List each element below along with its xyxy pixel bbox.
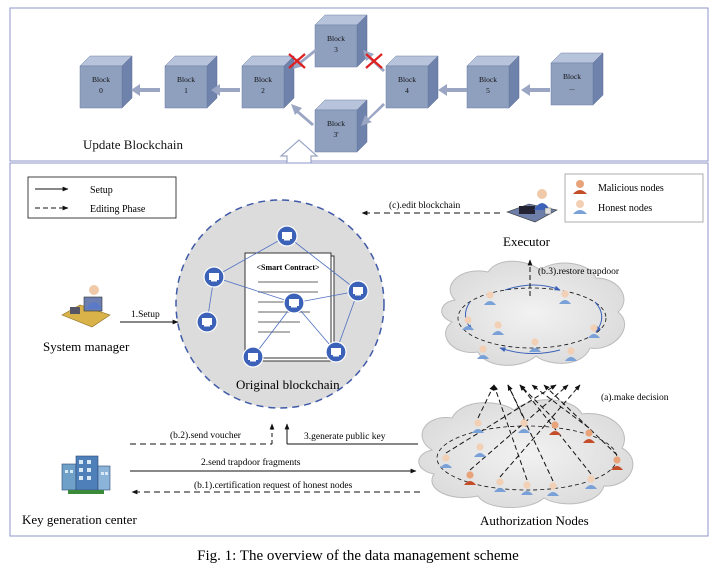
block-bn-label-0: Block	[563, 72, 581, 81]
block-b3p: Block 3'	[314, 99, 368, 153]
authorization-nodes	[440, 419, 623, 496]
authorization-nodes-label: Authorization Nodes	[480, 513, 589, 528]
block-b4-label-1: 4	[405, 86, 409, 95]
network-node-icon	[276, 225, 298, 247]
block-b1-label-1: 1	[184, 86, 188, 95]
malicious-node-icon	[464, 471, 476, 485]
block-b2-label-0: Block	[254, 75, 272, 84]
malicious-node-icon	[573, 180, 587, 194]
key-generation-center-icon	[61, 455, 111, 494]
send-voucher-label: (b.2).send voucher	[170, 430, 242, 441]
block-bn-label-1: ...	[569, 83, 575, 92]
block-b0: Block 0	[79, 55, 133, 109]
honest-node-icon	[472, 419, 484, 433]
honest-node-icon	[492, 321, 504, 335]
trapdoor-cloud	[441, 260, 625, 366]
figure-caption: Fig. 1: The overview of the data managem…	[197, 548, 519, 564]
restore-trapdoor-label: (b.3).restore trapdoor	[538, 266, 620, 277]
honest-node-icon	[547, 482, 559, 496]
edit-blockchain-label: (c).edit blockchain	[389, 200, 460, 211]
send-trapdoor-fragments-label: 2.send trapdoor fragments	[201, 457, 301, 468]
setup-arrow-label: 1.Setup	[131, 310, 160, 320]
system-manager-label: System manager	[43, 339, 130, 354]
network-node-icon	[242, 346, 264, 368]
restore-trapdoor-tag: (b.3)	[538, 266, 556, 277]
original-blockchain-label: Original blockchain	[236, 377, 340, 392]
block-b3: Block 3	[314, 14, 368, 68]
send-voucher-tag: (b.2)	[170, 430, 188, 441]
honest-node-icon	[477, 345, 489, 359]
legend-line-types: Setup Editing Phase	[27, 176, 177, 219]
malicious-node-icon	[611, 456, 623, 470]
authorization-cloud	[418, 399, 634, 509]
broken-link-cross-icons	[288, 53, 383, 69]
honest-node-icon	[529, 338, 541, 352]
generate-public-key-label: 3.generate public key	[304, 432, 386, 442]
legend-honest-label: Honest nodes	[598, 203, 652, 214]
honest-node-icon	[440, 454, 452, 468]
certification-request-label: (b.1).certification request of honest no…	[194, 480, 353, 491]
executor-label: Executor	[503, 234, 551, 249]
certification-request-tag: (b.1)	[194, 480, 212, 491]
trapdoor-ring	[457, 287, 607, 349]
make-decision-text: .make decision	[612, 393, 669, 403]
block-b3-label-0: Block	[327, 34, 345, 43]
malicious-node-icon	[549, 421, 561, 435]
honest-node-icon	[585, 475, 597, 489]
network-node-icon	[325, 341, 347, 363]
malicious-node-icon	[583, 429, 595, 443]
block-b2: Block 2	[241, 55, 295, 109]
honest-node-icon	[521, 481, 533, 495]
legend-editing-label: Editing Phase	[90, 204, 146, 215]
honest-node-icon	[573, 200, 587, 214]
block-b0-label-1: 0	[99, 86, 103, 95]
block-b5-label-0: Block	[479, 75, 497, 84]
honest-node-icon	[474, 443, 486, 457]
block-b4-label-0: Block	[398, 75, 416, 84]
network-nodes	[196, 225, 369, 368]
block-b1: Block 1	[164, 55, 218, 109]
system-manager-icon	[61, 285, 111, 328]
network-node-icon	[203, 266, 225, 288]
honest-node-icon	[565, 347, 577, 361]
executor-icon	[506, 189, 558, 223]
edit-blockchain-tag: (c)	[389, 200, 400, 211]
make-decision-label: (a).make decision	[601, 392, 669, 403]
legend-malicious-label: Malicious nodes	[598, 183, 664, 194]
block-b4: Block 4	[385, 55, 439, 109]
restore-trapdoor-text: .restore trapdoor	[556, 267, 620, 277]
block-b5-label-1: 5	[486, 86, 490, 95]
decision-arrows	[445, 384, 618, 482]
trapdoor-nodes	[462, 290, 600, 361]
network-node-icon	[283, 292, 305, 314]
network-node-icon	[347, 280, 369, 302]
certification-request-text: .certification request of honest nodes	[212, 480, 352, 491]
legend-setup-label: Setup	[90, 185, 113, 196]
honest-node-icon	[462, 316, 474, 330]
network-edges	[206, 235, 359, 358]
legend-node-types: Malicious nodes Honest nodes	[564, 173, 704, 223]
update-blockchain-title: Update Blockchain	[83, 137, 183, 152]
block-b3p-label-0: Block	[327, 119, 345, 128]
smart-contract-label: <Smart Contract>	[256, 263, 320, 272]
honest-node-icon	[518, 419, 530, 433]
edit-blockchain-text: .edit blockchain	[400, 201, 461, 211]
honest-node-icon	[588, 324, 600, 338]
honest-node-icon	[559, 290, 571, 304]
send-voucher-text: .send voucher	[188, 431, 242, 441]
network-node-icon	[196, 311, 218, 333]
block-b0-label-0: Block	[92, 75, 110, 84]
block-bn: Block...	[550, 52, 604, 106]
make-decision-tag: (a)	[601, 392, 612, 403]
honest-node-icon	[484, 291, 496, 305]
block-chain: Block0Block1Block2Block3Block3'Block4Blo…	[79, 14, 604, 153]
honest-node-icon	[494, 478, 506, 492]
block-b3p-label-1: 3'	[333, 130, 339, 139]
block-b2-label-1: 2	[261, 86, 265, 95]
block-b1-label-0: Block	[177, 75, 195, 84]
block-b3-label-1: 3	[334, 45, 338, 54]
block-b5: Block 5	[466, 55, 520, 109]
key-generation-center-label: Key generation center	[22, 512, 137, 527]
